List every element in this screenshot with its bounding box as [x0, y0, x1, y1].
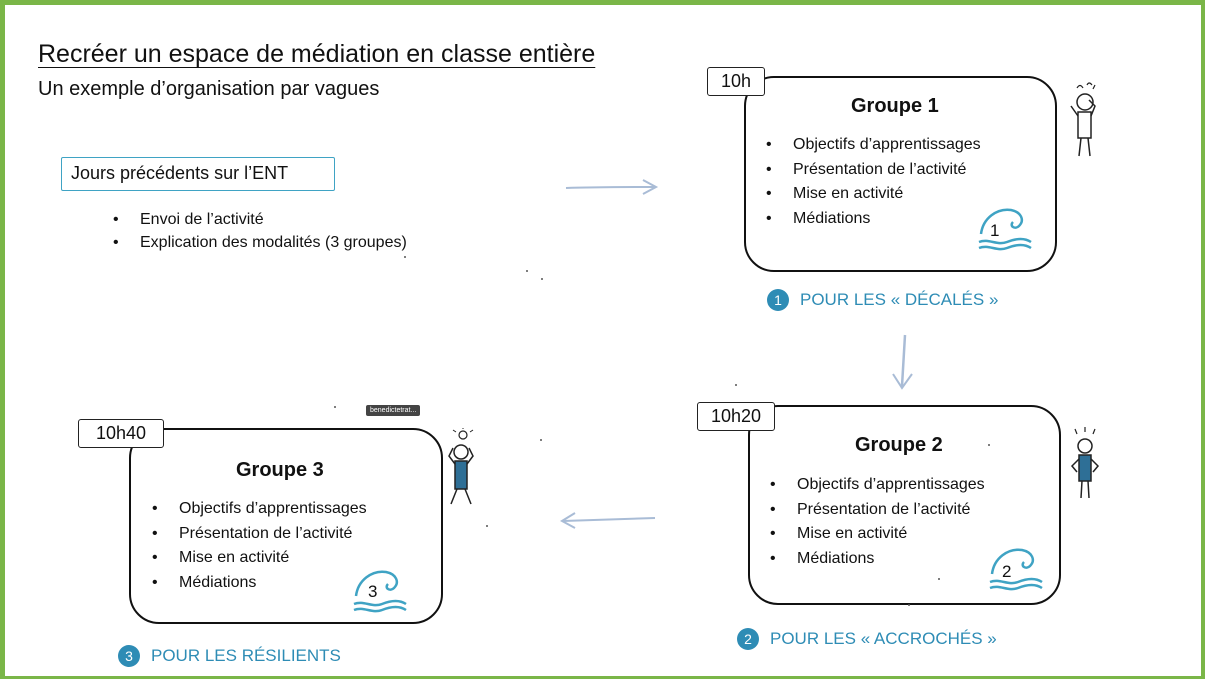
step-number-badge: 3 — [118, 645, 140, 667]
stray-dot — [334, 406, 336, 408]
group-title: Groupe 3 — [236, 459, 324, 481]
confused-person-icon — [1070, 82, 1096, 157]
list-item: Présentation de l’activité — [766, 158, 981, 183]
list-item: Médiations — [766, 207, 981, 232]
wave-icon — [353, 570, 407, 613]
arrow-down-icon — [892, 334, 913, 390]
group-3-card: Groupe 3 Objectifs d’apprentissages Prés… — [129, 428, 443, 624]
step-label-1: 1 POUR LES « DÉCALÉS » — [767, 289, 998, 311]
step-number-badge: 2 — [737, 628, 759, 650]
step-label-3: 3 POUR LES RÉSILIENTS — [118, 645, 341, 667]
step-number-badge: 1 — [767, 289, 789, 311]
time-tab: 10h40 — [78, 419, 164, 448]
time-tab: 10h — [707, 67, 765, 96]
stray-dot — [540, 439, 542, 441]
list-item: Objectifs d’apprentissages — [766, 133, 981, 158]
previous-days-box: Jours précédents sur l’ENT — [61, 157, 335, 191]
wave-number: 1 — [990, 221, 1000, 240]
list-item: Envoi de l’activité — [113, 208, 407, 231]
stray-dot — [735, 384, 737, 386]
stray-dot — [404, 256, 406, 258]
wave-number: 3 — [368, 582, 378, 601]
wave-number: 2 — [1002, 562, 1012, 581]
annotation-tag: benedictetrat... — [366, 405, 421, 416]
list-item: Présentation de l’activité — [152, 522, 367, 547]
list-item: Objectifs d’apprentissages — [152, 497, 367, 522]
list-item: Mise en activité — [766, 182, 981, 207]
slide-title: Recréer un espace de médiation en classe… — [38, 40, 596, 68]
list-item: Médiations — [770, 547, 985, 572]
list-item: Mise en activité — [770, 522, 985, 547]
list-item: Explication des modalités (3 groupes) — [113, 231, 407, 254]
list-item: Présentation de l’activité — [770, 498, 985, 523]
wave-icon — [978, 208, 1032, 251]
list-item: Médiations — [152, 571, 367, 596]
group-3-list: Objectifs d’apprentissages Présentation … — [152, 497, 367, 595]
arrow-left-icon — [559, 512, 656, 529]
stray-dot — [988, 444, 990, 446]
list-item: Objectifs d’apprentissages — [770, 473, 985, 498]
previous-days-label: Jours précédents sur l’ENT — [71, 163, 289, 183]
step-text: POUR LES RÉSILIENTS — [151, 646, 341, 665]
stray-dot — [486, 525, 488, 527]
stray-dot — [526, 270, 528, 272]
time-tab: 10h20 — [697, 402, 775, 431]
group-1-list: Objectifs d’apprentissages Présentation … — [766, 133, 981, 231]
group-1-card: Groupe 1 Objectifs d’apprentissages Prés… — [744, 76, 1057, 272]
surprised-person-icon — [1070, 427, 1100, 499]
stray-dot — [938, 578, 940, 580]
wave-icon — [989, 548, 1043, 591]
group-title: Groupe 1 — [851, 95, 939, 117]
step-text: POUR LES « DÉCALÉS » — [800, 290, 999, 309]
stray-dot — [541, 278, 543, 280]
stray-dot — [908, 604, 910, 606]
group-title: Groupe 2 — [855, 434, 943, 456]
previous-days-list: Envoi de l’activité Explication des moda… — [113, 208, 407, 254]
slide-subtitle: Un exemple d’organisation par vagues — [38, 78, 380, 100]
step-label-2: 2 POUR LES « ACCROCHÉS » — [737, 628, 997, 650]
list-item: Mise en activité — [152, 546, 367, 571]
group-2-card: Groupe 2 Objectifs d’apprentissages Prés… — [748, 405, 1061, 605]
idea-person-icon — [448, 428, 474, 505]
arrow-right-icon — [565, 179, 659, 195]
step-text: POUR LES « ACCROCHÉS » — [770, 629, 997, 648]
group-2-list: Objectifs d’apprentissages Présentation … — [770, 473, 985, 571]
